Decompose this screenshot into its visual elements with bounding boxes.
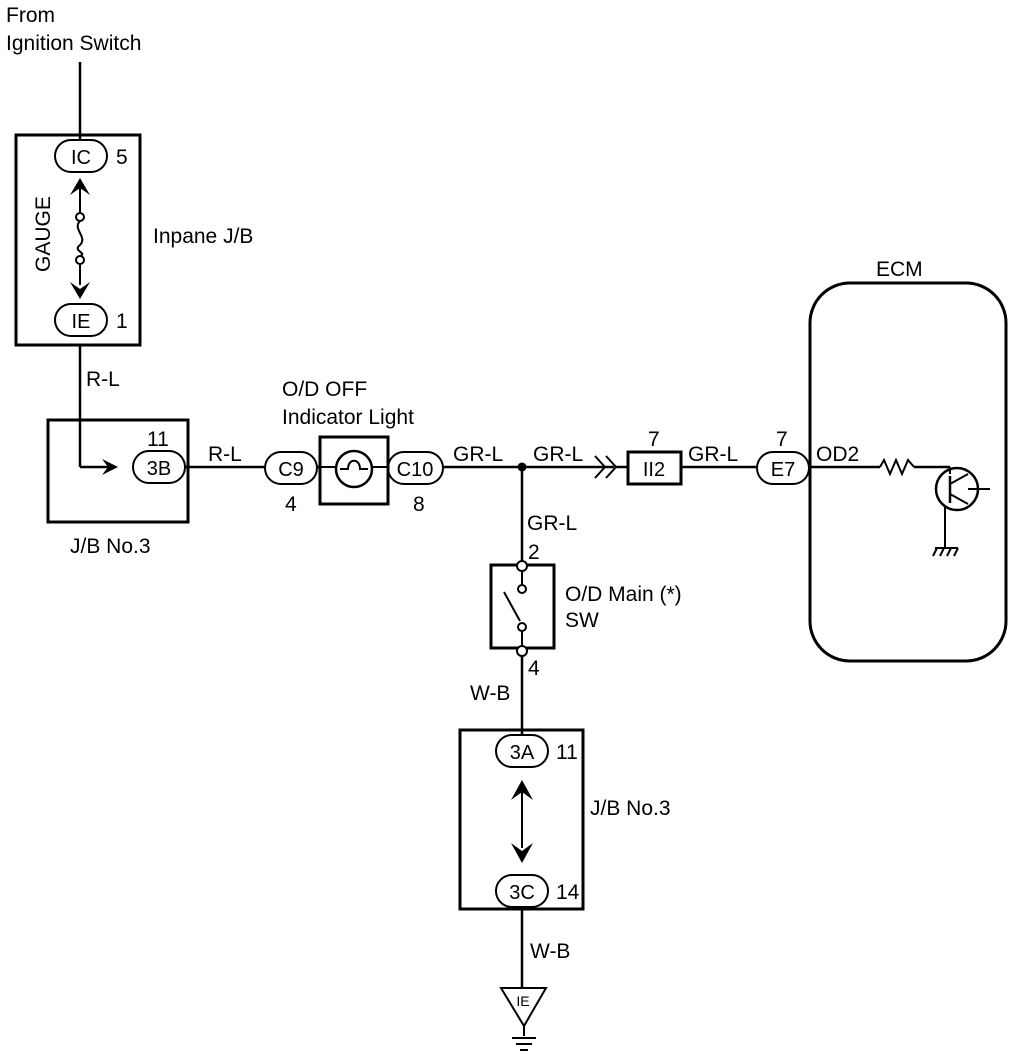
bulb-icon bbox=[334, 449, 374, 489]
connector-e7-label: E7 bbox=[771, 459, 795, 481]
source-label-line2: Ignition Switch bbox=[6, 32, 141, 55]
pin-c10-8: 8 bbox=[413, 493, 425, 516]
wire-label-gr-l-1: GR-L bbox=[453, 443, 503, 466]
connector-3a bbox=[495, 734, 549, 768]
inpane-jb-box bbox=[14, 133, 142, 347]
connector-c10-label: C10 bbox=[397, 459, 434, 481]
connector-ie-label: IE bbox=[72, 311, 91, 333]
ground-label: IE bbox=[516, 993, 529, 1009]
transistor-collector bbox=[949, 473, 969, 485]
source-label-line1: From bbox=[6, 4, 55, 27]
ground-point-icon bbox=[499, 987, 548, 1028]
ecm-title: ECM bbox=[876, 258, 923, 281]
fuse-terminal-top bbox=[75, 212, 85, 222]
pin-3a-11: 11 bbox=[556, 741, 578, 764]
wire-label-gr-l-2: GR-L bbox=[533, 443, 583, 466]
terminal-arrow-up-icon bbox=[70, 178, 90, 195]
wire-label-gr-l-down: GR-L bbox=[527, 512, 577, 535]
ecm-terminal-od2: OD2 bbox=[816, 443, 859, 466]
sw-contact-top bbox=[517, 584, 527, 594]
fuse-icon bbox=[76, 220, 84, 257]
switch-blade-icon bbox=[503, 591, 521, 622]
resistor-icon bbox=[879, 457, 915, 477]
transistor-emitter bbox=[949, 493, 969, 505]
indicator-title-line1: O/D OFF bbox=[282, 378, 367, 401]
pin-3b-11: 11 bbox=[147, 428, 169, 451]
connector-ic-label: IC bbox=[71, 147, 91, 169]
sw-contact-bottom bbox=[517, 622, 527, 632]
ecm-ground-hatch bbox=[932, 547, 959, 557]
inpane-jb-name: Inpane J/B bbox=[153, 225, 253, 248]
inpane-jb: GAUGE IC 5 IE 1 bbox=[14, 133, 142, 347]
terminal-arrow-down-icon bbox=[70, 282, 90, 299]
od-switch-label-line2: SW bbox=[565, 609, 599, 632]
wire-label-w-b-2: W-B bbox=[530, 940, 570, 963]
connector-c9-label: C9 bbox=[278, 459, 304, 481]
gauge-label: GAUGE bbox=[32, 196, 55, 272]
terminal-arrow-up-icon bbox=[511, 780, 533, 800]
pin-ii2-7: 7 bbox=[648, 428, 660, 451]
pin-e7-7: 7 bbox=[776, 428, 788, 451]
filament-icon bbox=[340, 459, 368, 470]
terminal-arrow-right-icon bbox=[102, 459, 118, 475]
ecm-box bbox=[808, 281, 1008, 663]
fuse-terminal-bottom bbox=[75, 255, 85, 265]
connector-ii2-label: II2 bbox=[643, 459, 665, 481]
pin-3c-14: 14 bbox=[556, 881, 580, 904]
wire-label-r-l-horizontal: R-L bbox=[208, 443, 242, 466]
connector-3c-label: 3C bbox=[509, 882, 535, 904]
connector-ie bbox=[54, 303, 108, 337]
connector-3c bbox=[495, 874, 549, 908]
terminal-arrow-down-icon bbox=[511, 843, 533, 863]
wire-label-w-b-1: W-B bbox=[470, 682, 510, 705]
wire-label-gr-l-3: GR-L bbox=[688, 443, 738, 466]
pin-ie-1: 1 bbox=[116, 310, 128, 333]
sw-pin2-terminal bbox=[516, 560, 528, 572]
jb3-bottom-name: J/B No.3 bbox=[590, 797, 671, 820]
connector-3a-label: 3A bbox=[510, 742, 535, 764]
jb3-left-box bbox=[46, 418, 190, 524]
pin-sw-2: 2 bbox=[528, 541, 540, 564]
connector-ic bbox=[54, 139, 108, 173]
wire-label-r-l-vertical: R-L bbox=[86, 368, 120, 391]
sw-pin4-terminal bbox=[516, 645, 528, 657]
indicator-title-line2: Indicator Light bbox=[282, 406, 414, 429]
od-switch-label-line1: O/D Main (*) bbox=[565, 583, 682, 606]
jb3-left-name: J/B No.3 bbox=[70, 535, 151, 558]
pin-c9-4: 4 bbox=[285, 493, 297, 516]
pin-sw-4: 4 bbox=[528, 657, 540, 680]
pin-ic-5: 5 bbox=[116, 146, 128, 169]
connector-3b-label: 3B bbox=[147, 458, 171, 480]
